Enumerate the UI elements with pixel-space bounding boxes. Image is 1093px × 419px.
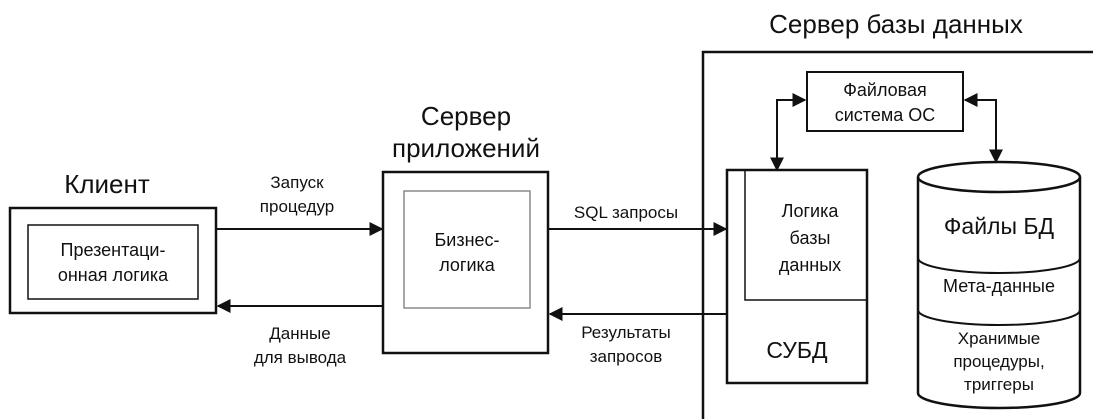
stored-procedures-label-3: триггеры: [964, 375, 1034, 394]
query-results-label-2: запросов: [590, 347, 663, 366]
app-server-title-2: приложений: [392, 133, 540, 163]
launch-procedures-label-2: процедур: [260, 197, 334, 216]
stored-procedures-label-2: процедуры,: [953, 352, 1044, 371]
client-title: Клиент: [64, 169, 150, 199]
presentation-logic-box: [27, 224, 199, 300]
presentation-logic-label-1: Презентаци-: [61, 240, 166, 260]
db-server-title: Сервер базы данных: [769, 9, 1023, 39]
presentation-logic-label-2: онная логика: [58, 265, 169, 285]
db-server-frame: [701, 50, 1093, 419]
output-data-label-2: для вывода: [254, 348, 347, 367]
db-files-cylinder: [916, 177, 1082, 410]
cylinder-divider-1: [917, 257, 1081, 274]
filesystem-dbfiles-arrow: [963, 93, 1003, 164]
dbms-label: СУБД: [766, 337, 828, 363]
os-file-system-box: [806, 71, 964, 132]
cylinder-divider-2: [917, 309, 1081, 326]
db-logic-label-3: данных: [779, 255, 841, 275]
db-files-label: Файлы БД: [944, 213, 1055, 239]
launch-procedures-label-1: Запуск: [270, 173, 324, 192]
sql-queries-label: SQL запросы: [574, 203, 678, 222]
business-logic-label-2: логика: [439, 255, 496, 275]
client-box: [8, 206, 218, 315]
app-server-title-1: Сервер: [421, 101, 511, 131]
stored-procedures-label-1: Хранимые: [958, 329, 1041, 348]
dbms-filesystem-arrow: [770, 93, 807, 172]
query-results-label-1: Результаты: [581, 323, 671, 342]
business-logic-label-1: Бизнес-: [434, 230, 499, 250]
db-files-cylinder-top: [916, 160, 1082, 194]
metadata-label: Мета-данные: [943, 276, 1055, 296]
db-logic-label-1: Логика: [782, 201, 840, 221]
os-file-system-label-2: система ОС: [835, 105, 936, 125]
db-logic-label-2: базы: [790, 228, 831, 248]
app-server-box: [381, 170, 550, 355]
business-logic-box: [403, 190, 531, 309]
db-logic-box: [744, 170, 867, 301]
output-data-label-1: Данные: [269, 324, 330, 343]
os-file-system-label-1: Файловая: [843, 80, 927, 100]
